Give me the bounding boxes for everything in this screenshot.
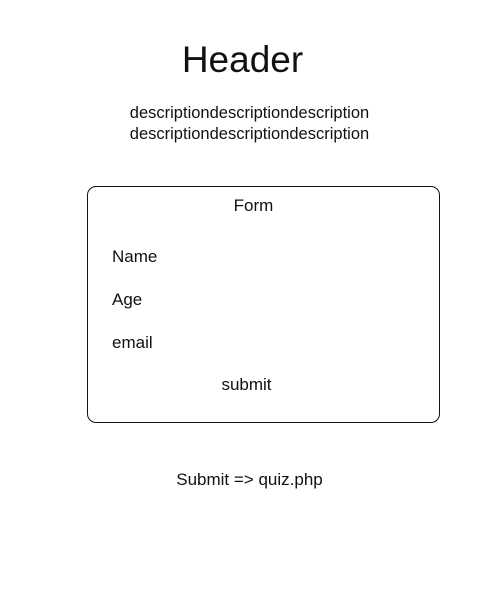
- submit-target-note: Submit => quiz.php: [176, 470, 323, 489]
- description-line-1: descriptiondescriptiondescription: [129, 104, 370, 122]
- email-field-label[interactable]: email: [112, 333, 153, 352]
- form-title: Form: [233, 196, 274, 215]
- description-line-2: descriptiondescriptiondescription: [129, 125, 370, 143]
- age-field-label[interactable]: Age: [112, 290, 143, 309]
- form-box: Form Name Age email submit: [87, 186, 440, 423]
- name-field-label[interactable]: Name: [112, 247, 158, 266]
- submit-button[interactable]: submit: [221, 375, 272, 394]
- description: descriptiondescriptiondescription descri…: [0, 103, 499, 145]
- page-header: Header: [181, 39, 304, 80]
